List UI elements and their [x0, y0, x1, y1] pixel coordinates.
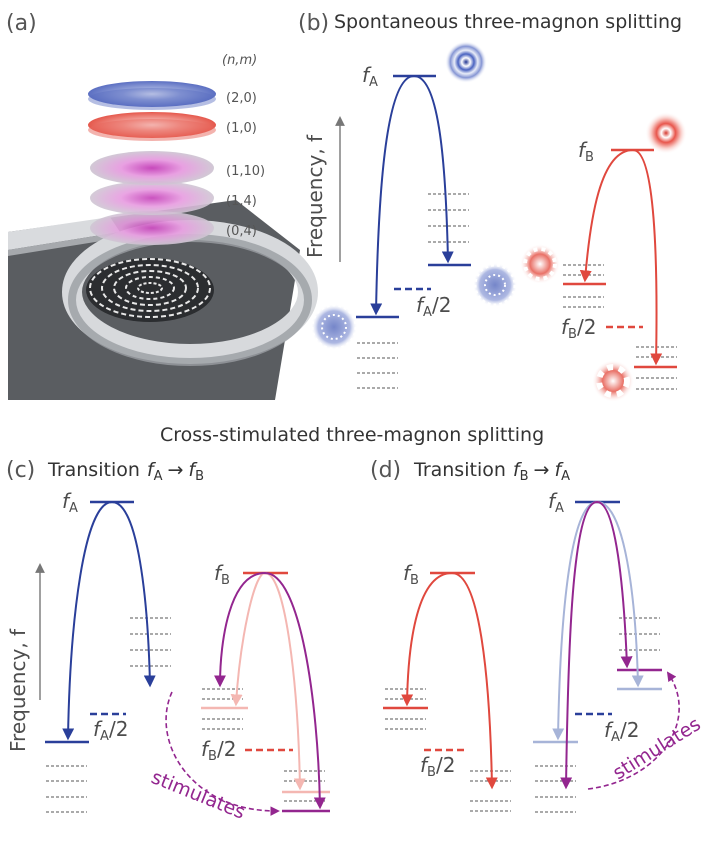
label-fB-b: fB — [578, 138, 594, 165]
stimulates-label-c: stimulates — [148, 766, 248, 824]
mode-label-1-4: (1,4) — [226, 194, 257, 209]
profile-icon-lower-A — [310, 303, 358, 351]
label-fB-half-d: fB/2 — [420, 753, 455, 780]
mode-profile-stack — [88, 81, 216, 245]
profile-icon-fA — [445, 41, 487, 83]
arrow-fA-to-upper-stimulated-d — [596, 501, 633, 669]
stimulates-arrow-d — [587, 671, 680, 790]
mode-label-1-0: (1,0) — [226, 121, 257, 136]
panel-d-label: (d) — [370, 458, 401, 483]
label-fA-b: fA — [362, 63, 378, 90]
panel-b-label: (b) — [298, 11, 329, 36]
arrow-fB-to-upper — [579, 149, 634, 283]
panel-c-label: (c) — [6, 458, 35, 483]
section-title: Cross-stimulated three-magnon splitting — [160, 424, 544, 446]
label-fA-c: fA — [62, 489, 78, 516]
mode-label-1-10: (1,10) — [226, 164, 265, 179]
panel-b: (b) Spontaneous three-magnon splitting F… — [298, 11, 687, 402]
arrow-fA-to-stimulated-d — [560, 501, 598, 790]
label-fA-half-b: fA/2 — [416, 293, 451, 320]
mode-index-header: (n,m) — [222, 53, 257, 68]
arrow-fB-to-lower — [632, 149, 663, 366]
arrow-fB-to-lower-stimulated-c — [264, 572, 326, 810]
label-fB-half-c: fB/2 — [201, 737, 236, 764]
arrow-fB-faint-lower-c — [264, 572, 306, 791]
arrow-fB-to-upper-d — [401, 572, 453, 707]
frequency-axis-label: Frequency, f — [303, 134, 327, 258]
panel-b-title: Spontaneous three-magnon splitting — [334, 11, 682, 33]
profile-icon-upper-B — [520, 244, 560, 284]
arrow-fA-to-lower — [370, 75, 415, 316]
frequency-axis-label-c: Frequency, f — [6, 628, 30, 752]
arrow-fB-to-stimulated-d — [451, 572, 498, 790]
arrow-fA-to-lower-c — [62, 501, 113, 741]
magnon-manifold-d — [385, 617, 660, 813]
arrow-fA-faint-upper-d — [596, 501, 644, 688]
label-fA-d: fA — [548, 489, 564, 516]
profile-icon-lower-B — [592, 360, 634, 402]
label-fA-half-c: fA/2 — [93, 717, 128, 744]
arrow-fA-to-stimulated-c — [111, 501, 156, 688]
label-fB-d: fB — [403, 561, 419, 588]
label-fA-half-d: fA/2 — [604, 718, 639, 745]
label-fB-half-b: fB/2 — [561, 315, 596, 342]
arrow-fB-to-stimulated-c — [214, 572, 266, 688]
label-fB-c: fB — [214, 561, 230, 588]
arrow-fA-faint-lower-d — [552, 501, 598, 741]
profile-icon-upper-A — [473, 263, 517, 307]
profile-icon-fB — [645, 112, 687, 154]
stimulates-arrow-c — [165, 691, 280, 816]
mode-label-0-4: (0,4) — [226, 224, 257, 239]
panel-a-label: (a) — [6, 11, 37, 36]
mode-label-2-0: (2,0) — [226, 91, 257, 106]
arrow-fA-to-upper — [413, 75, 454, 264]
magnon-manifold-b — [357, 193, 677, 390]
panel-a: (a) (n,m) (2,0) (1,0) (1,10) (1,4) — [6, 11, 318, 400]
arrow-fB-faint-upper-c — [230, 572, 266, 707]
